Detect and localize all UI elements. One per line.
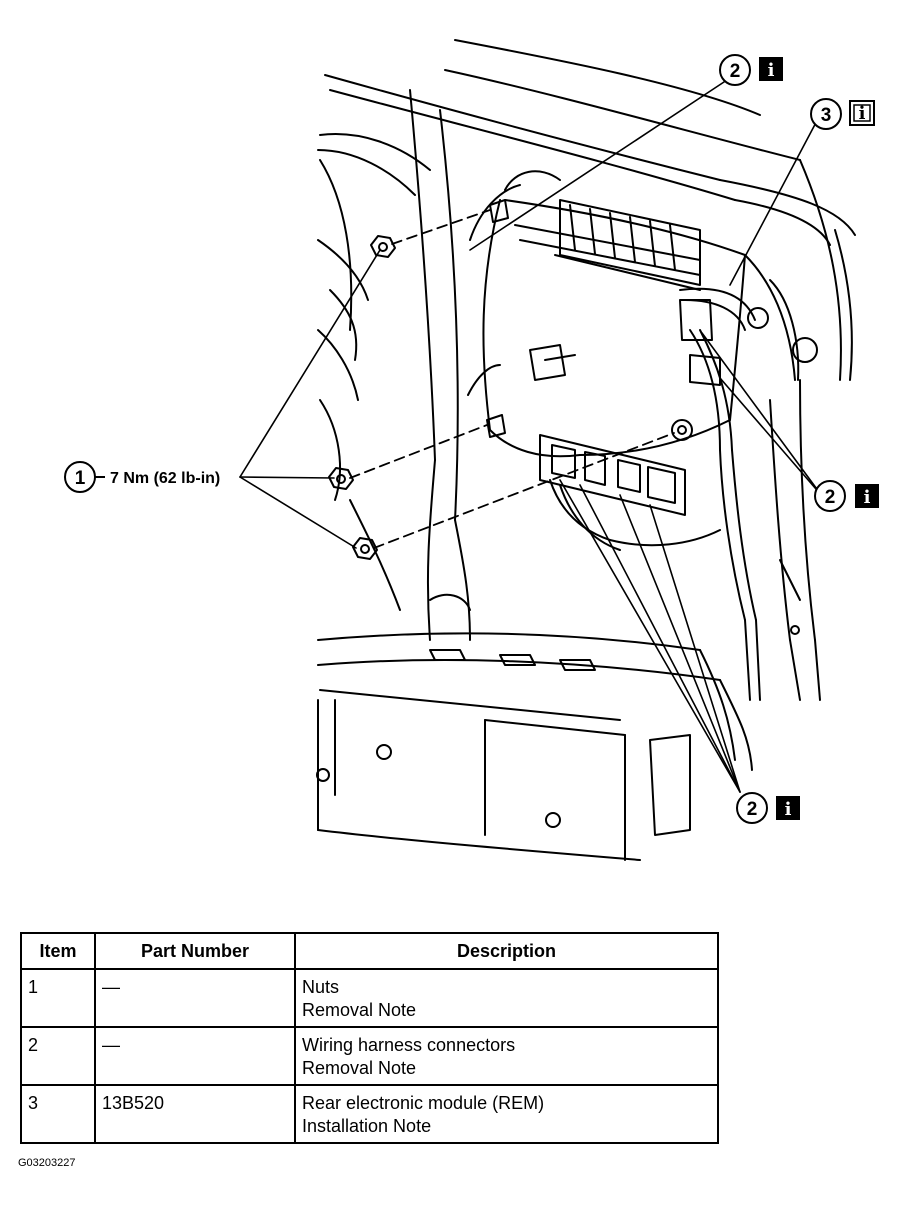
stud-lower: [671, 419, 693, 441]
description-name: Nuts: [302, 977, 340, 997]
callout-number: 2: [730, 61, 741, 82]
callout-2-bottom: 2 i: [736, 792, 800, 824]
svg-text:i: i: [768, 60, 775, 81]
stud-middle: [486, 414, 506, 438]
description-note: Removal Note: [302, 1058, 417, 1078]
cell-part-number: —: [94, 1026, 296, 1086]
header-description: Description: [294, 932, 719, 970]
upper-trim-panel: [317, 39, 856, 246]
wiring-harness: [549, 287, 761, 701]
rem-installation-diagram: 1 7 Nm (62 lb-in) 2 i 3 i 2 i 2: [64, 39, 879, 861]
cell-item: 1: [20, 968, 96, 1028]
callout-1: 1 7 Nm (62 lb-in): [64, 461, 220, 493]
header-item: Item: [20, 932, 96, 970]
table-row: 1 — Nuts Removal Note: [20, 968, 719, 1028]
cell-description: Rear electronic module (REM) Installatio…: [294, 1084, 719, 1144]
leader-lines: [239, 79, 823, 793]
parts-table: Item Part Number Description 1 — Nuts Re…: [20, 932, 719, 1144]
figure-id: G03203227: [18, 1157, 76, 1169]
cell-description: Nuts Removal Note: [294, 968, 719, 1028]
table-row: 2 — Wiring harness connectors Removal No…: [20, 1026, 719, 1086]
cell-description: Wiring harness connectors Removal Note: [294, 1026, 719, 1086]
description-name: Rear electronic module (REM): [302, 1093, 545, 1113]
callout-number: 2: [747, 799, 758, 820]
nut-middle: [328, 467, 354, 490]
header-part-number: Part Number: [94, 932, 296, 970]
svg-text:i: i: [785, 799, 792, 820]
cell-item: 2: [20, 1026, 96, 1086]
info-icon: i: [855, 484, 879, 508]
description-note: Removal Note: [302, 1000, 417, 1020]
description-name: Wiring harness connectors: [302, 1035, 516, 1055]
cell-part-number: —: [94, 968, 296, 1028]
callout-number: 2: [825, 487, 836, 508]
cell-item: 3: [20, 1084, 96, 1144]
rem-bracket: [467, 170, 746, 458]
callout-number: 3: [821, 105, 832, 126]
svg-text:i: i: [859, 103, 866, 124]
rear-electronic-module: [539, 199, 701, 516]
callout-2-top: 2 i: [719, 54, 783, 86]
info-icon-outlined: i: [849, 100, 875, 126]
stud-upper: [489, 199, 509, 223]
callout-2-right: 2 i: [814, 480, 879, 512]
torque-spec-label: 7 Nm (62 lb-in): [110, 470, 220, 487]
table-row: 3 13B520 Rear electronic module (REM) In…: [20, 1084, 719, 1144]
body-pillar: [317, 89, 471, 641]
description-note: Installation Note: [302, 1116, 432, 1136]
callout-number: 1: [75, 468, 86, 489]
callout-3: 3 i: [810, 98, 875, 130]
svg-text:i: i: [864, 487, 871, 508]
lower-floor-structure: [316, 632, 753, 861]
nut-upper: [370, 235, 396, 258]
cell-part-number: 13B520: [94, 1084, 296, 1144]
table-header-row: Item Part Number Description: [20, 932, 719, 970]
installation-lines: [349, 209, 675, 549]
info-icon: i: [776, 796, 800, 820]
info-icon: i: [759, 57, 783, 81]
right-side-panel: [744, 159, 853, 701]
